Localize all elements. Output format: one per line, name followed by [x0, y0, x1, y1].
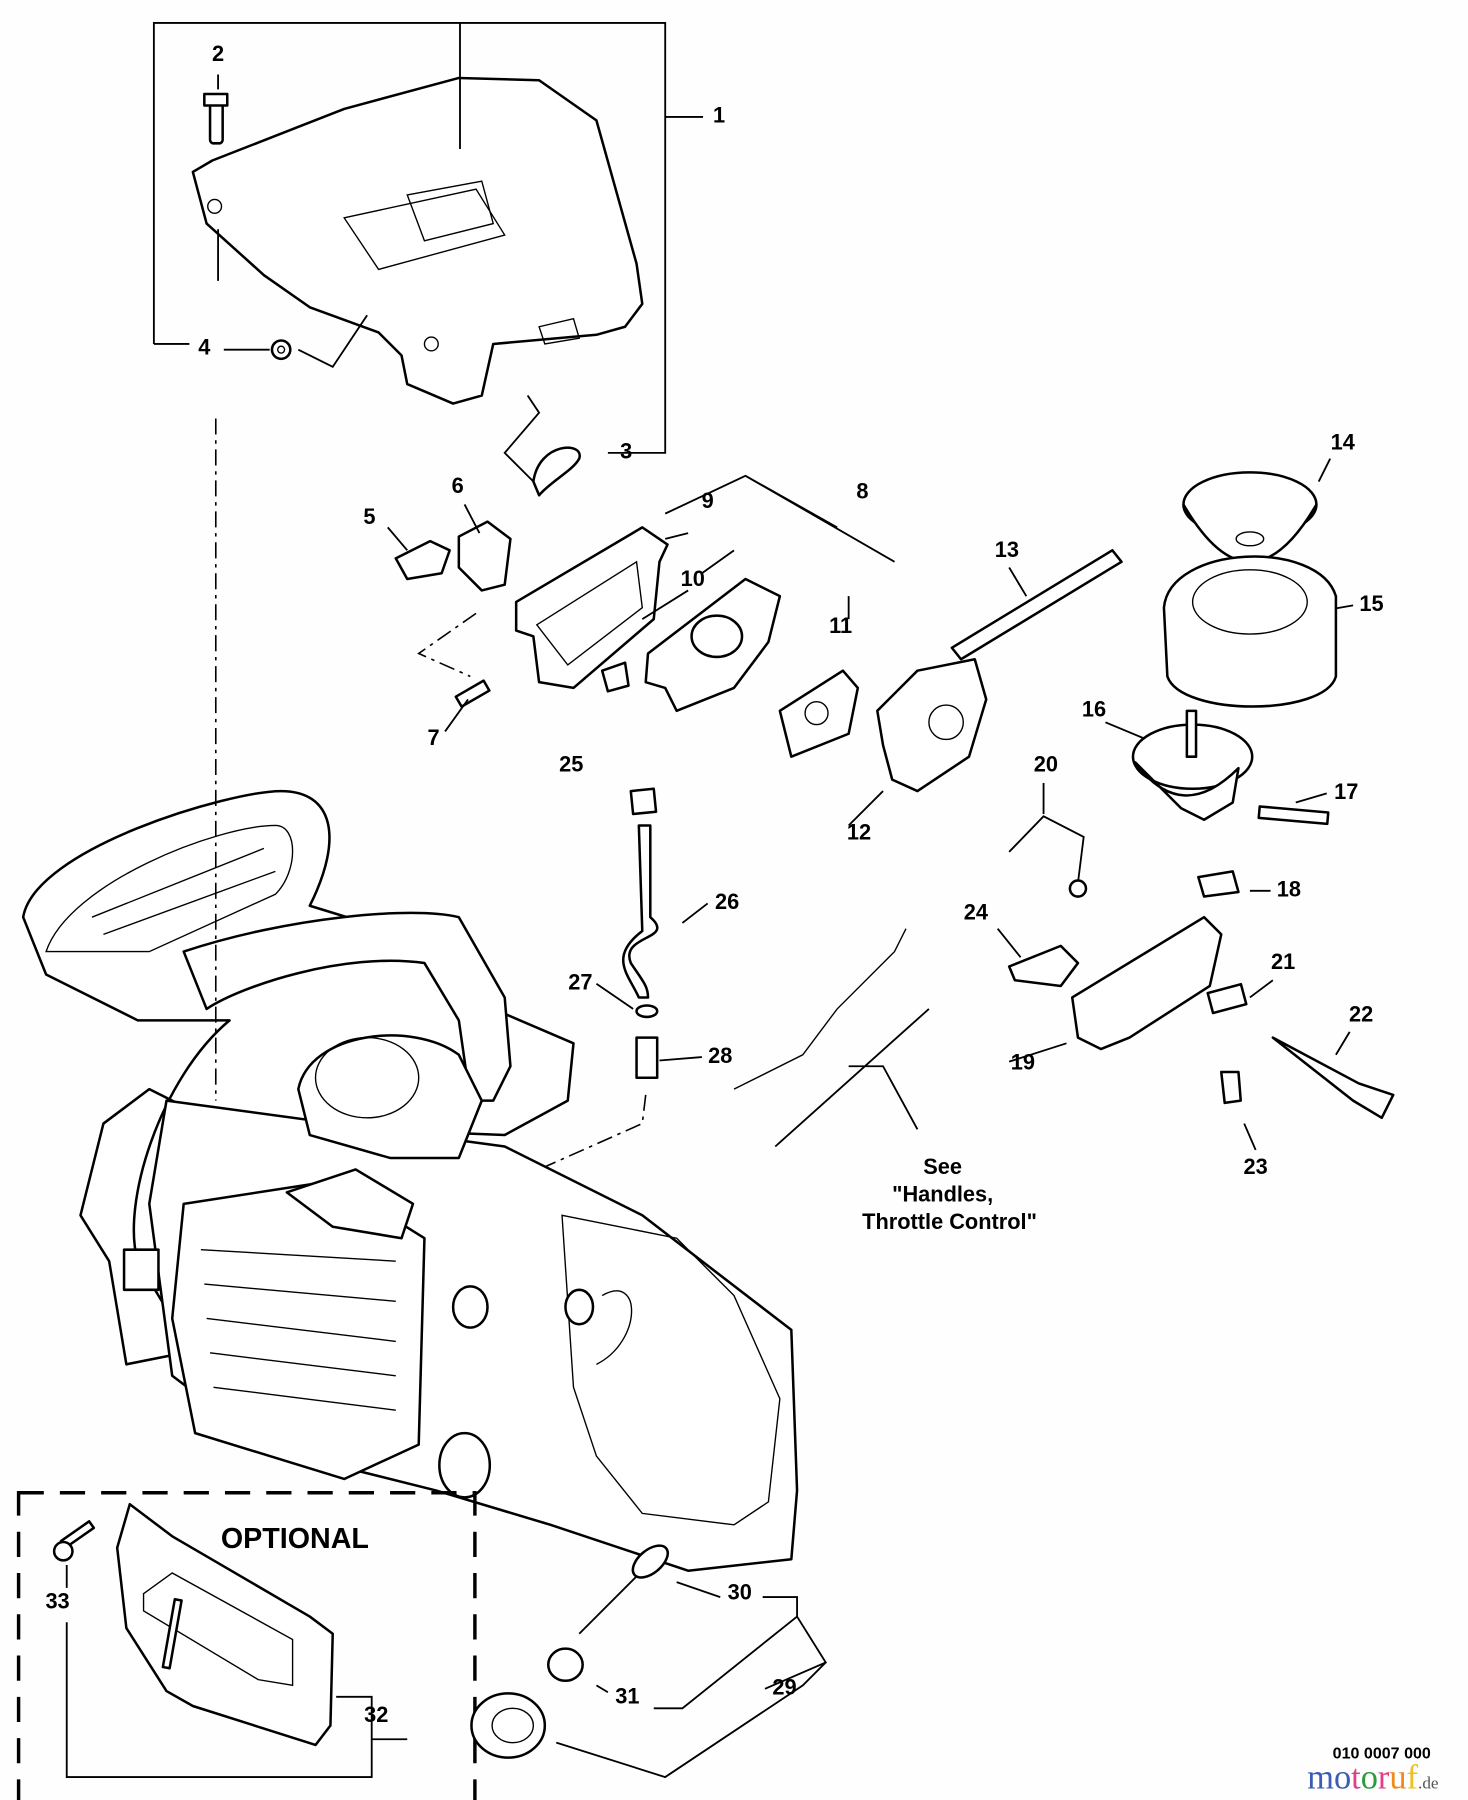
callout-17: 17 [1334, 779, 1358, 804]
fuel-filter-part [635, 1036, 659, 1079]
callout-3: 3 [620, 439, 632, 464]
reference-note-line-2: "Handles, [892, 1182, 993, 1207]
fuel-hose-part [621, 824, 659, 999]
grommet-part [1206, 982, 1248, 1015]
clip-bracket-part [1007, 944, 1080, 988]
callout-14: 14 [1331, 429, 1355, 454]
callout-labels: 1 2 3 4 5 6 7 8 9 10 11 12 13 14 15 16 1… [45, 41, 1383, 1727]
callout-22: 22 [1349, 1002, 1373, 1027]
gasket-part [394, 539, 451, 581]
long-screw-part [1257, 805, 1330, 826]
engine-housing-part [21, 789, 799, 1572]
callout-31: 31 [615, 1684, 639, 1709]
callout-9: 9 [702, 488, 714, 513]
reference-note: See "Handles, Throttle Control" [862, 1154, 1037, 1234]
fitting-part [600, 661, 630, 693]
heat-shield-part [514, 526, 669, 690]
top-cover-part [191, 76, 644, 405]
callout-18: 18 [1277, 877, 1301, 902]
reference-note-line-1: See [923, 1154, 962, 1179]
bolt-part [454, 679, 491, 708]
switch-part [1220, 1070, 1243, 1105]
callout-4: 4 [198, 334, 210, 359]
callout-21: 21 [1271, 949, 1295, 974]
bracket-part [1070, 915, 1223, 1051]
callout-19: 19 [1011, 1050, 1035, 1075]
pad-part [1197, 870, 1240, 898]
watermark-letter: f [1407, 1759, 1419, 1797]
callout-30: 30 [728, 1579, 752, 1604]
reference-note-line-3: Throttle Control" [862, 1209, 1037, 1234]
callout-32: 32 [364, 1702, 388, 1727]
watermark-letter: r [1378, 1759, 1390, 1797]
callout-33: 33 [45, 1589, 69, 1614]
air-filter-cover-part [1182, 471, 1318, 563]
fuel-line-part [950, 549, 1123, 661]
callout-11: 11 [829, 613, 852, 638]
washer-part [270, 339, 292, 361]
link-rod-part [1008, 815, 1085, 883]
optional-screw-part [52, 1520, 96, 1562]
callout-8: 8 [856, 479, 868, 504]
air-filter-part [1162, 555, 1338, 708]
callout-16: 16 [1082, 697, 1106, 722]
callout-27: 27 [568, 969, 592, 994]
callout-10: 10 [681, 566, 705, 591]
grommet-25-part [629, 787, 658, 816]
optional-cover-part [115, 1502, 334, 1747]
oil-cap-part [470, 1692, 547, 1759]
watermark-letter: o [1334, 1759, 1351, 1797]
watermark-letter: m [1307, 1759, 1334, 1797]
intake-boot-part [457, 520, 512, 592]
choke-rod-part [1271, 1036, 1395, 1120]
optional-label: OPTIONAL [221, 1523, 369, 1555]
callout-25: 25 [559, 752, 583, 777]
callout-29: 29 [772, 1675, 796, 1700]
callout-26: 26 [715, 889, 739, 914]
throttle-linkage-part [733, 928, 907, 1090]
callout-7: 7 [428, 725, 440, 750]
carburetor-part [876, 657, 988, 793]
screw-part [203, 92, 229, 145]
callout-24: 24 [964, 900, 988, 925]
strap-part [578, 1544, 670, 1635]
callout-23: 23 [1244, 1154, 1268, 1179]
callout-28: 28 [708, 1043, 732, 1068]
callout-12: 12 [847, 819, 871, 844]
watermark-letter: u [1389, 1759, 1406, 1797]
filter-base-part [1131, 709, 1254, 822]
oring-part [635, 1004, 659, 1019]
callout-20: 20 [1034, 752, 1058, 777]
oring-31-part [547, 1647, 584, 1683]
callout-6: 6 [452, 473, 464, 498]
carb-gasket-part [778, 669, 860, 758]
motoruf-watermark: motoruf.de [1307, 1759, 1439, 1797]
callout-2: 2 [212, 41, 224, 66]
clip-part [532, 446, 581, 497]
callout-1: 1 [713, 103, 725, 128]
drawing-code: 010 0007 000 [1333, 1745, 1431, 1763]
watermark-letter: o [1361, 1759, 1378, 1797]
callout-5: 5 [363, 504, 375, 529]
callout-13: 13 [995, 537, 1019, 562]
optional-box [16, 1491, 477, 1800]
watermark-letter: t [1351, 1759, 1361, 1797]
watermark-suffix: .de [1418, 1774, 1439, 1793]
callout-15: 15 [1359, 591, 1383, 616]
